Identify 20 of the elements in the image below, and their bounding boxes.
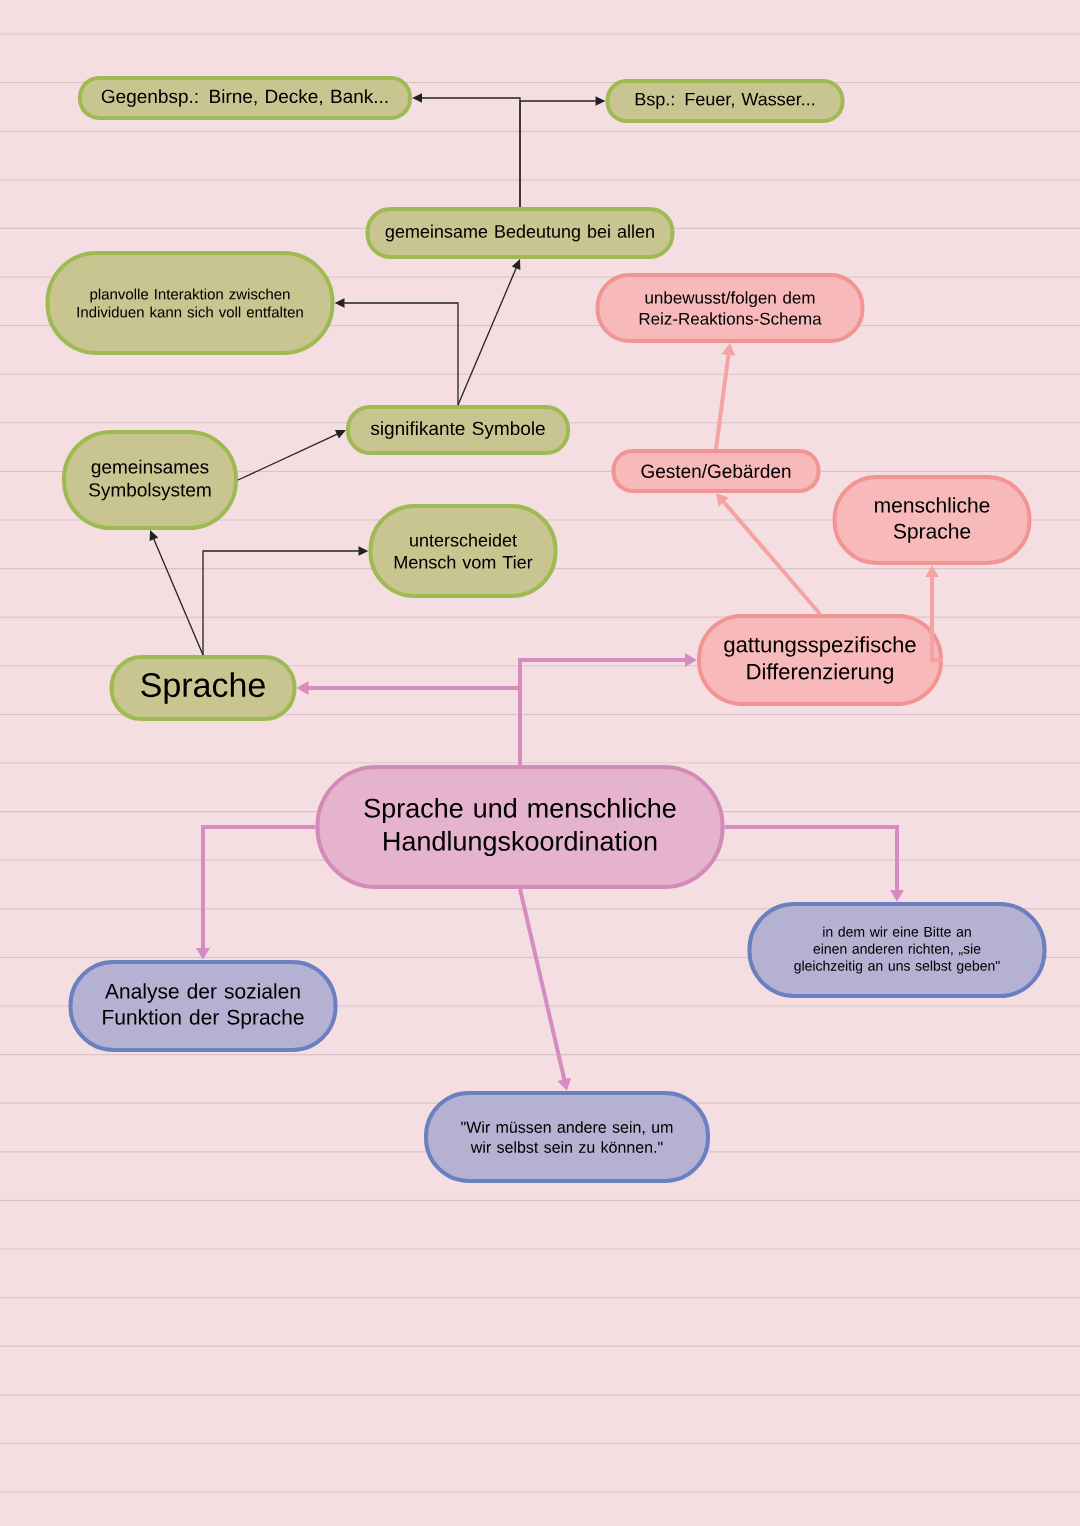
concept-box: gattungsspezifische Differenzierung: [697, 614, 943, 706]
arrow: [237, 429, 346, 481]
arrow: [457, 259, 521, 406]
concept-box: Sprache und menschliche Handlungskoordination: [315, 765, 725, 889]
concept-box: Sprache: [109, 655, 297, 721]
concept-box: gemeinsame Bedeutung bei allen: [365, 207, 675, 259]
concept-box: Gesten/Gebärden: [611, 449, 821, 493]
concept-box: gemeinsames Symbolsystem: [62, 430, 238, 530]
concept-box: Analyse der sozialen Funktion der Sprache: [68, 960, 338, 1052]
concept-box: planvolle Interaktion zwischen Individuen kann sich voll entfalten: [45, 251, 335, 355]
concept-box: "Wir müssen andere sein, um wir selbst sein zu können.": [424, 1091, 710, 1183]
concept-box: unterscheidet Mensch vom Tier: [368, 504, 558, 598]
concept-box: in dem wir eine Bitte an einen anderen richten, „sie gleichzeitig an uns selbst geben": [747, 902, 1047, 998]
concept-box: signifikante Symbole: [346, 405, 570, 455]
concept-box: Gegenbsp.: Birne, Decke, Bank...: [78, 76, 412, 120]
concept-box: menschliche Sprache: [832, 475, 1032, 565]
concept-box: Bsp.: Feuer, Wasser...: [605, 79, 845, 123]
arrow: [149, 530, 204, 656]
arrow: [716, 493, 822, 616]
concept-box: unbewusst/folgen dem Reiz-Reaktions-Schema: [595, 273, 865, 343]
